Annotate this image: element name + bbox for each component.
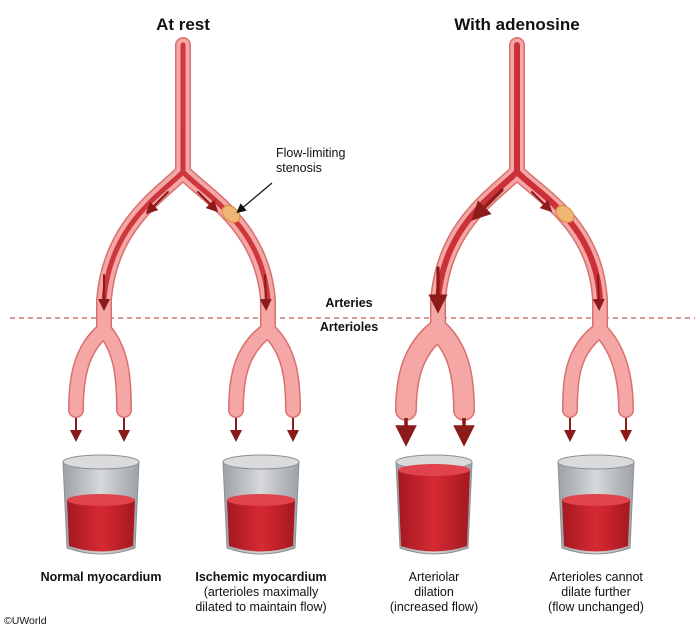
caption-line: (increased flow) <box>389 600 479 614</box>
cup-normal <box>62 454 140 555</box>
stenosis-callout-label: Flow-limiting stenosis <box>276 146 345 176</box>
caption-line: dilated to maintain flow) <box>195 600 327 614</box>
caption-arteriolar-dilation: Arteriolar dilation (increased flow) <box>374 570 494 615</box>
caption-normal-myocardium: Normal myocardium <box>26 570 176 585</box>
title-at-rest: At rest <box>156 15 210 34</box>
copyright-label: ©UWorld <box>4 615 47 627</box>
caption-line: Arteriolar <box>408 570 460 584</box>
stenosis-callout-line2: stenosis <box>276 161 322 175</box>
outflow-arrows-rest <box>70 418 299 442</box>
caption-line: dilation <box>414 585 454 599</box>
caption-ischemic-myocardium: Ischemic myocardium (arterioles maximall… <box>181 570 341 615</box>
cup-ischemic <box>222 454 300 555</box>
caption-line: dilate further <box>561 585 631 599</box>
cup-unchanged <box>557 454 635 555</box>
cup-dilation <box>395 454 473 555</box>
caption-flow-unchanged: Arterioles cannot dilate further (flow u… <box>531 570 661 615</box>
caption-line: (flow unchanged) <box>548 600 644 614</box>
stenosis-plaque-rest <box>221 205 241 223</box>
label-arteries: Arteries <box>325 296 373 310</box>
outflow-arrows-adenosine <box>395 418 632 447</box>
flow-arrow <box>197 191 219 213</box>
caption-line: Normal myocardium <box>40 570 162 584</box>
caption-line: Ischemic myocardium <box>195 570 327 584</box>
caption-line: (arterioles maximally <box>203 585 319 599</box>
vessel-tree-rest <box>68 37 301 418</box>
stenosis-plaque-adenosine <box>555 205 575 223</box>
flow-arrow <box>471 188 504 221</box>
flow-arrow <box>531 191 553 213</box>
caption-line: Arterioles cannot <box>549 570 643 584</box>
flow-arrow <box>592 274 605 311</box>
flow-arrow <box>145 191 169 215</box>
stenosis-callout-line1: Flow-limiting <box>276 146 346 160</box>
stenosis-callout-arrow <box>236 182 273 214</box>
flow-arrow <box>259 274 272 311</box>
title-with-adenosine: With adenosine <box>454 15 580 34</box>
vessel-tree-adenosine <box>395 37 634 421</box>
label-arterioles: Arterioles <box>319 320 379 334</box>
